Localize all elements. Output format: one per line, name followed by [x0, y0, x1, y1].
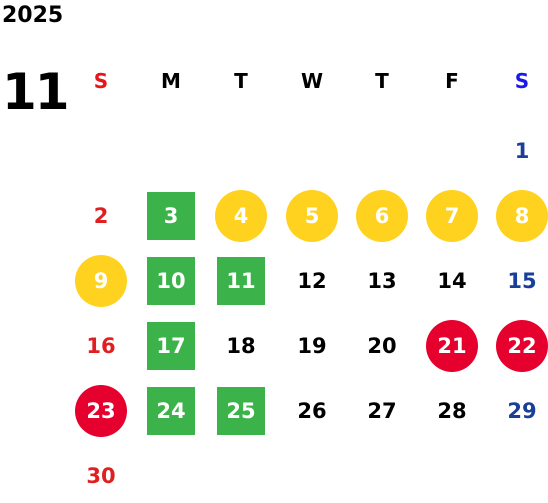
calendar-day[interactable]: 2 [75, 190, 127, 242]
calendar-day[interactable]: 17 [147, 322, 195, 370]
weekday-header-row: S M T W T F S [0, 63, 548, 99]
weekday-tuesday: T [234, 69, 248, 93]
calendar-day[interactable]: 13 [356, 255, 408, 307]
calendar-day[interactable]: 21 [426, 320, 478, 372]
calendar-day[interactable]: 20 [356, 320, 408, 372]
calendar-day-number: 14 [437, 268, 467, 293]
calendar-day-number: 17 [156, 333, 186, 358]
weekday-friday: F [445, 69, 459, 93]
calendar-day-number: 13 [367, 268, 397, 293]
calendar-day-number: 29 [507, 398, 537, 423]
calendar-day[interactable]: 8 [496, 190, 548, 242]
weekday-sunday: S [93, 69, 109, 93]
calendar-day-number: 11 [226, 268, 256, 293]
calendar-day[interactable]: 15 [496, 255, 548, 307]
calendar-day-number: 26 [297, 398, 327, 423]
calendar-day[interactable]: 12 [286, 255, 338, 307]
calendar-day-number: 12 [297, 268, 327, 293]
calendar-day-number: 24 [156, 398, 186, 423]
calendar-day[interactable]: 1 [496, 125, 548, 177]
calendar-day[interactable]: 6 [356, 190, 408, 242]
calendar-day-number: 25 [226, 398, 256, 423]
calendar-day-number: 22 [507, 333, 537, 358]
calendar-day-number: 27 [367, 398, 397, 423]
calendar-day[interactable]: 23 [75, 385, 127, 437]
calendar-day[interactable]: 26 [286, 385, 338, 437]
calendar-day[interactable]: 18 [215, 320, 267, 372]
calendar-day[interactable]: 14 [426, 255, 478, 307]
weekday-saturday: S [514, 69, 530, 93]
calendar-day-number: 16 [86, 333, 116, 358]
calendar-day-number: 9 [93, 268, 109, 293]
calendar-day-number: 20 [367, 333, 397, 358]
calendar-day[interactable]: 10 [147, 257, 195, 305]
calendar-day-number: 10 [156, 268, 186, 293]
calendar-day-number: 7 [444, 203, 460, 228]
weekday-monday: M [161, 69, 181, 93]
calendar-day[interactable]: 28 [426, 385, 478, 437]
calendar-day-number: 6 [374, 203, 390, 228]
calendar-month: 11 [2, 63, 70, 121]
calendar-day-number: 2 [93, 203, 109, 228]
calendar-day[interactable]: 3 [147, 192, 195, 240]
calendar-day[interactable]: 25 [217, 387, 265, 435]
calendar-day-number: 28 [437, 398, 467, 423]
calendar-day-number: 23 [86, 398, 116, 423]
calendar-day-number: 1 [514, 138, 530, 163]
calendar-day-number: 5 [304, 203, 320, 228]
weekday-thursday: T [375, 69, 389, 93]
calendar-day-number: 3 [163, 203, 179, 228]
calendar-day-number: 15 [507, 268, 537, 293]
calendar-day[interactable]: 27 [356, 385, 408, 437]
calendar-day-number: 4 [233, 203, 249, 228]
calendar-day[interactable]: 11 [217, 257, 265, 305]
calendar-day[interactable]: 24 [147, 387, 195, 435]
calendar-day[interactable]: 9 [75, 255, 127, 307]
calendar-day[interactable]: 19 [286, 320, 338, 372]
calendar-day[interactable]: 5 [286, 190, 338, 242]
calendar-year: 2025 [2, 3, 64, 28]
calendar-day[interactable]: 7 [426, 190, 478, 242]
calendar-day[interactable]: 16 [75, 320, 127, 372]
calendar-day-number: 18 [226, 333, 256, 358]
calendar-day-number: 30 [86, 463, 116, 488]
calendar-day-number: 19 [297, 333, 327, 358]
calendar-day-number: 8 [514, 203, 530, 228]
calendar-day[interactable]: 4 [215, 190, 267, 242]
calendar-day[interactable]: 30 [75, 450, 127, 502]
calendar-day[interactable]: 29 [496, 385, 548, 437]
calendar-day[interactable]: 22 [496, 320, 548, 372]
weekday-wednesday: W [300, 69, 324, 93]
calendar-day-number: 21 [437, 333, 467, 358]
